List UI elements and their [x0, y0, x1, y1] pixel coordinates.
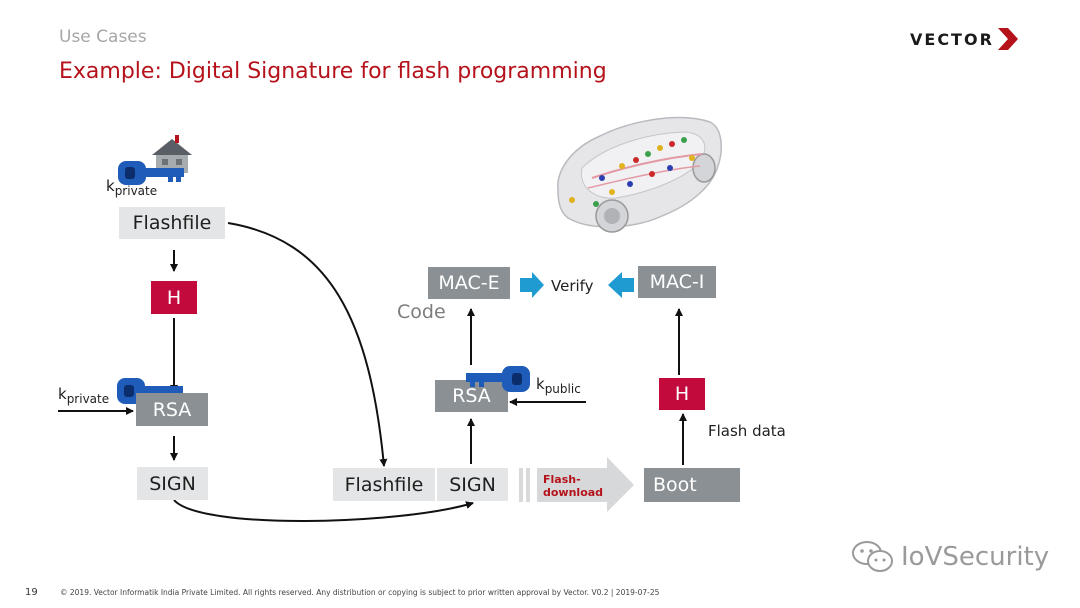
- page-number: 19: [25, 587, 38, 598]
- sign-box-middle: SIGN: [437, 468, 508, 501]
- slide-title: Example: Digital Signature for flash pro…: [59, 59, 607, 84]
- curve-sign-to-middle-sign: [173, 499, 474, 522]
- car-illustration: [557, 116, 723, 233]
- hash-box-right: H: [659, 378, 705, 410]
- key-label-rsa-main: k: [58, 385, 67, 403]
- curve-flashfile-to-middle: [227, 222, 388, 467]
- boot-box: Boot: [644, 468, 740, 502]
- blue-arrow-right-icon: [520, 272, 544, 298]
- mac-i-box: MAC-I: [638, 266, 716, 298]
- blue-arrow-left-icon: [608, 272, 634, 298]
- logo-text: VECTOR: [910, 29, 994, 49]
- hash-box-left: H: [151, 281, 197, 314]
- flashfile-box-middle: Flashfile: [333, 468, 435, 501]
- stripe-1: [519, 468, 523, 502]
- code-label: Code: [397, 301, 446, 323]
- key-label-top-main: k: [106, 177, 115, 195]
- watermark: IoVSecurity: [851, 540, 1049, 574]
- mac-e-box: MAC-E: [428, 267, 510, 299]
- section-label: Use Cases: [59, 27, 147, 47]
- flash-download-label: Flash-download: [543, 473, 604, 499]
- rsa-box-left: RSA: [136, 393, 208, 426]
- key-label-public-main: k: [536, 375, 545, 393]
- sign-box-left: SIGN: [137, 467, 208, 500]
- logo-chevron-icon: [997, 28, 1018, 50]
- stripe-2: [526, 468, 530, 502]
- vector-logo: VECTOR: [910, 26, 1020, 52]
- chat-bubbles-icon: [852, 541, 893, 572]
- public-key-icon: [466, 366, 530, 392]
- watermark-text: IoVSecurity: [901, 542, 1050, 572]
- key-label-top-sub: private: [114, 184, 158, 198]
- flash-download-arrow-icon: [537, 457, 634, 512]
- key-label-rsa-sub: private: [66, 392, 110, 406]
- house-key-icon: [118, 135, 192, 185]
- key-label-public-sub: public: [544, 382, 581, 396]
- key-label-public: kpublic: [536, 375, 581, 396]
- key-label-rsa: kprivate: [58, 385, 109, 406]
- verify-label: Verify: [551, 277, 594, 295]
- footer-copyright: © 2019. Vector Informatik India Private …: [60, 588, 660, 597]
- flashfile-box: Flashfile: [119, 207, 225, 239]
- flash-data-label: Flash data: [708, 422, 786, 440]
- key-label-top: kprivate: [106, 177, 157, 198]
